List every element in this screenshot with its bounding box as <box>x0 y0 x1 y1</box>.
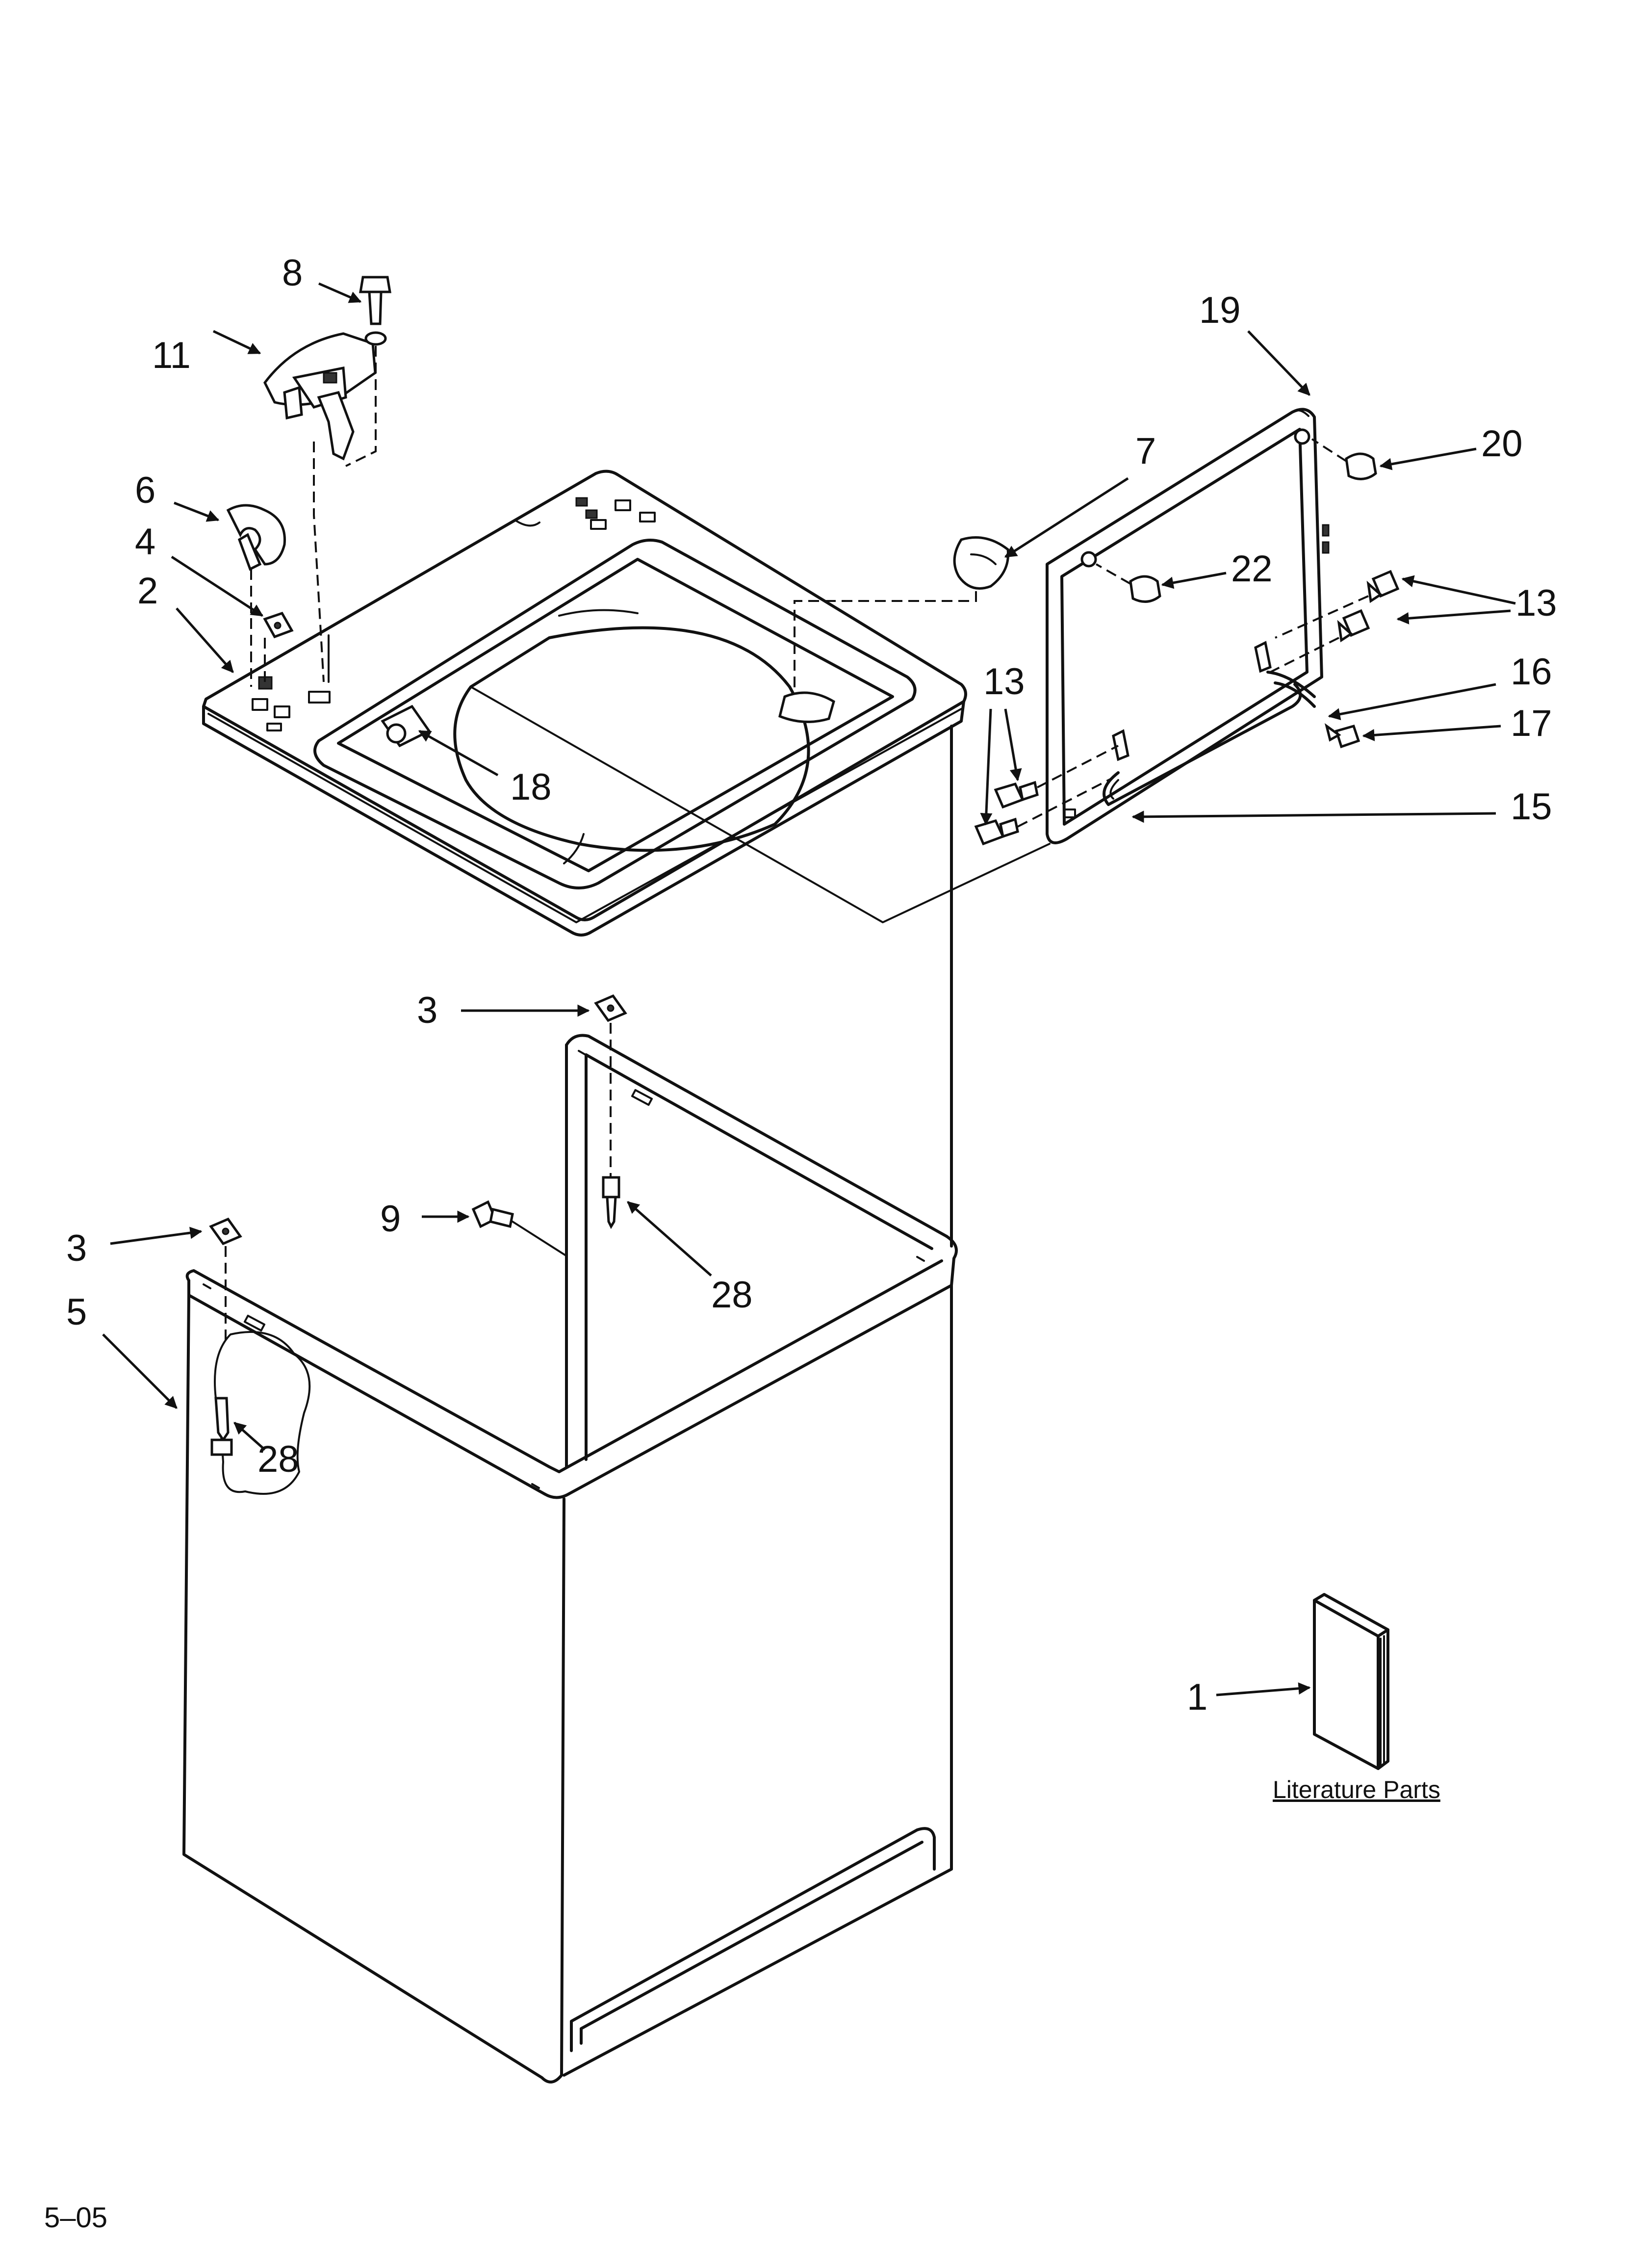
part-13-screws-left <box>974 745 1119 846</box>
callout-18: 18 <box>510 766 552 808</box>
part-20-bumper <box>1311 438 1377 480</box>
callout-16: 16 <box>1511 651 1552 693</box>
callout-11: 11 <box>152 335 191 376</box>
callout-3-upper: 3 <box>417 990 437 1031</box>
callout-28-lower: 28 <box>257 1438 299 1480</box>
part-9-screw <box>471 1200 567 1257</box>
part-22-bumper <box>1096 563 1161 603</box>
part-8-screw <box>313 276 391 682</box>
callout-19: 19 <box>1199 289 1241 331</box>
literature-booklet <box>1313 1593 1389 1770</box>
callout-labels: 8 11 6 4 2 7 18 19 20 22 13 16 17 13 15 … <box>44 252 1557 2234</box>
part-17-cap <box>1324 723 1360 749</box>
callout-8: 8 <box>282 252 303 294</box>
callout-17: 17 <box>1511 703 1552 744</box>
top-panel <box>202 469 1051 937</box>
callout-4: 4 <box>135 521 155 563</box>
part-7-bumper <box>778 536 1010 723</box>
part-3-nut-upper <box>594 994 627 1177</box>
part-28-screw-lower <box>210 1397 233 1456</box>
part-28-screw-upper <box>602 1176 620 1229</box>
callout-3-lower: 3 <box>66 1227 87 1269</box>
cabinet <box>182 725 958 2084</box>
callout-15: 15 <box>1511 786 1552 828</box>
callout-7: 7 <box>1135 430 1156 472</box>
callout-2: 2 <box>137 570 158 612</box>
callout-28-upper: 28 <box>711 1274 753 1316</box>
leader-lines <box>102 282 1516 1696</box>
callout-5: 5 <box>66 1291 87 1333</box>
callout-22: 22 <box>1231 548 1273 590</box>
callout-13-right: 13 <box>1515 582 1557 624</box>
callout-13-left: 13 <box>983 661 1025 703</box>
footer-code: 5–05 <box>44 2202 107 2234</box>
lid <box>1046 408 1330 844</box>
part-6-clip <box>226 504 286 613</box>
part-13-screws-right <box>1270 570 1400 673</box>
literature-parts-label: Literature Parts <box>1273 1776 1440 1803</box>
part-4-nut <box>250 611 294 687</box>
callout-1: 1 <box>1187 1676 1207 1718</box>
part-11-lid-switch <box>263 332 377 461</box>
callout-20: 20 <box>1481 423 1523 465</box>
callout-6: 6 <box>135 469 155 511</box>
part-18-pin <box>381 704 431 748</box>
callout-9: 9 <box>380 1198 401 1240</box>
part-3-nut-lower <box>209 1217 242 1344</box>
